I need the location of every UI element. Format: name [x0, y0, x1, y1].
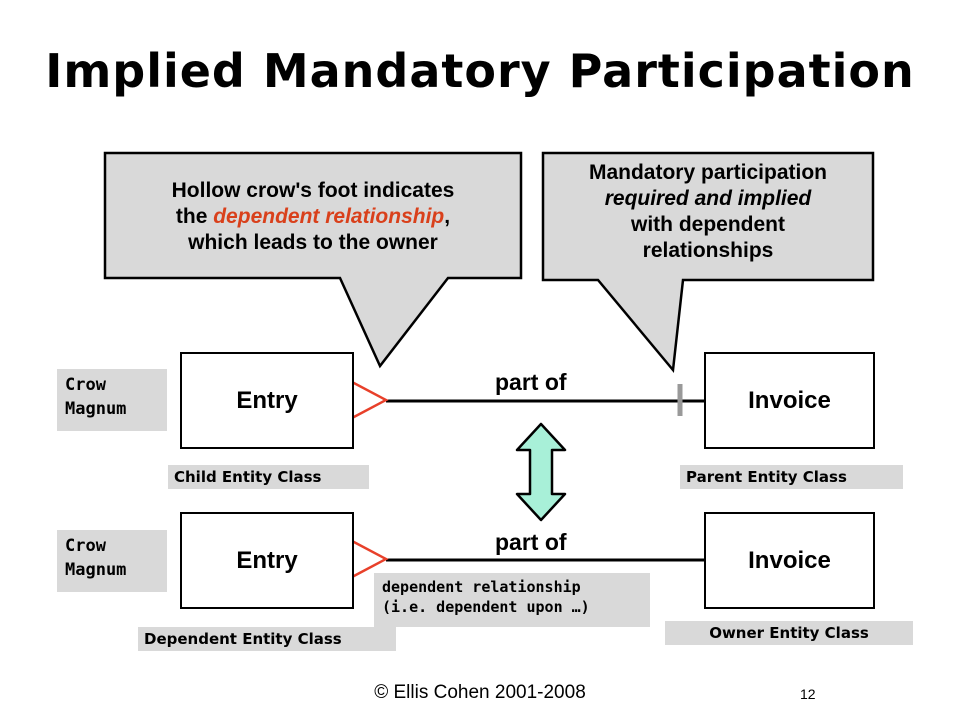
relationship-label-2: part of [495, 529, 567, 555]
callout-right-balloon [541, 151, 875, 374]
callout-left-line-2: the dependent relationship, [110, 204, 516, 230]
parent-entity-class-tag: Parent Entity Class [680, 465, 903, 489]
callout-right-line-4: relationships [642, 239, 774, 262]
entity-invoice-1: Invoice [704, 352, 875, 449]
dependent-entity-class-tag: Dependent Entity Class [138, 627, 396, 651]
entity-entry-1: Entry [180, 352, 354, 449]
callout-left-accent: dependent relationship [213, 205, 445, 228]
owner-entity-class-tag: Owner Entity Class [665, 621, 913, 645]
hollow-crowsfoot-1 [350, 379, 389, 421]
child-entity-class-tag: Child Entity Class [168, 465, 369, 489]
relationship-label-1: part of [495, 369, 567, 395]
notation-label-1: Crow Magnum [57, 369, 167, 431]
callout-left-line-3: which leads to the owner [188, 231, 438, 254]
page-number: 12 [800, 686, 816, 702]
slide-title: Implied Mandatory Participation [45, 44, 915, 98]
copyright-footer: © Ellis Cohen 2001-2008 [374, 682, 586, 703]
callout-left-line-1: Hollow crow's foot indicates [171, 179, 455, 202]
dependent-relationship-note: dependent relationship (i.e. dependent u… [374, 573, 650, 627]
notation-label-2: Crow Magnum [57, 530, 167, 592]
entity-invoice-2: Invoice [704, 512, 875, 609]
entity-entry-2: Entry [180, 512, 354, 609]
callout-left-line-2-post: , [444, 205, 451, 228]
callout-right-text: Mandatory participation required and imp… [548, 160, 868, 264]
callout-left-text: Hollow crow's foot indicates the depende… [110, 178, 516, 256]
callout-right-line-1: Mandatory participation [588, 161, 828, 184]
hollow-crowsfoot-2 [350, 538, 389, 580]
callout-left-line-2-pre: the [175, 205, 214, 228]
equivalence-double-arrow [515, 422, 567, 522]
callout-right-line-3: with dependent [631, 213, 785, 236]
callout-left-balloon [103, 151, 523, 369]
callout-right-line-2: required and implied [604, 187, 812, 210]
